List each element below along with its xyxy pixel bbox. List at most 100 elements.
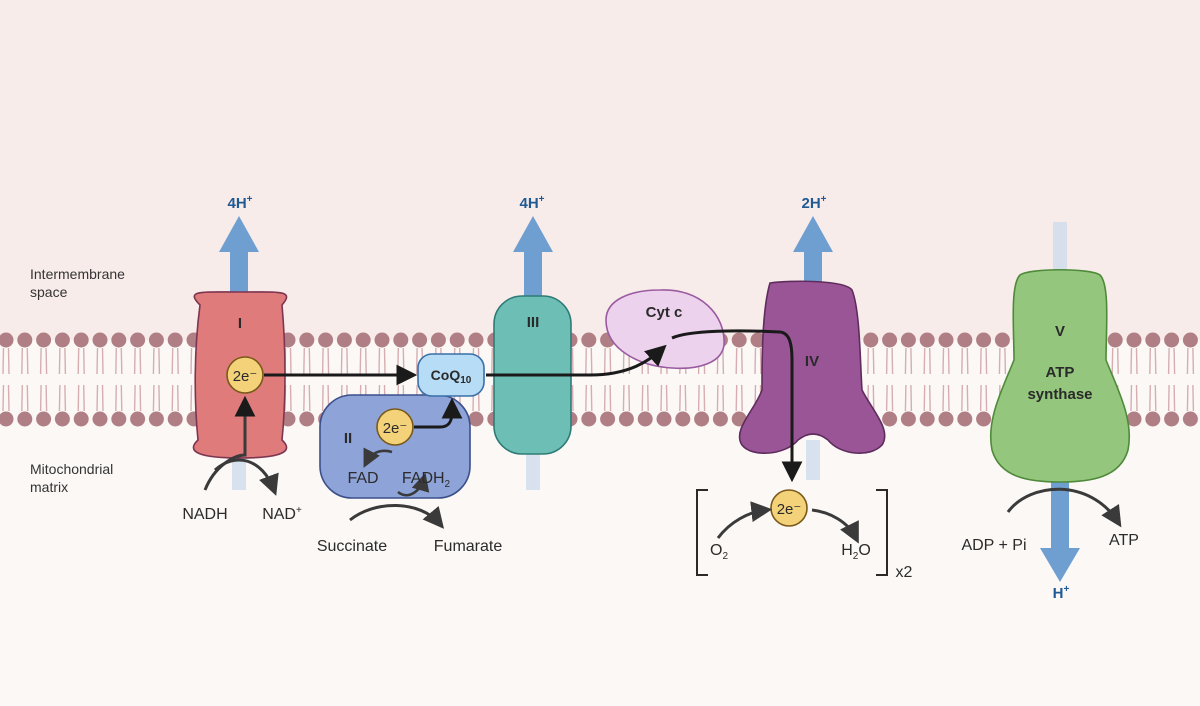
lipid-tail xyxy=(101,347,104,375)
lipid-head xyxy=(900,332,916,348)
electron-ii xyxy=(376,408,414,446)
lipid-tail xyxy=(96,384,99,412)
lipid-head xyxy=(581,411,597,427)
lipid-tail xyxy=(378,347,381,375)
channel-v-upper xyxy=(1053,222,1067,272)
lipid-tail xyxy=(321,347,324,375)
lipid-tail xyxy=(383,347,386,375)
lipid-head xyxy=(167,332,183,348)
lipid-tail xyxy=(1130,347,1133,375)
o2-sub: 2 xyxy=(722,551,728,562)
lipid-tail xyxy=(910,384,913,412)
lipid-tail xyxy=(177,384,179,412)
electron-iv-label: 2e⁻ xyxy=(777,501,802,518)
proton-arrow-iii xyxy=(513,216,553,310)
complex-i-label: I xyxy=(238,315,242,332)
lipid-tail xyxy=(359,347,362,375)
lipid-tail xyxy=(45,347,48,375)
lipid-tail xyxy=(1111,347,1114,375)
lipid-head xyxy=(0,411,14,427)
lipid-tail xyxy=(177,347,179,375)
lipid-head xyxy=(54,332,70,348)
lipid-head xyxy=(637,411,653,427)
complex-v-atp-synthase[interactable] xyxy=(990,268,1130,483)
lipid-tail xyxy=(190,347,193,375)
lipid-tail xyxy=(327,347,330,375)
lipid-tail xyxy=(741,347,743,375)
fadh-sub: 2 xyxy=(445,479,451,490)
lipid-tail xyxy=(891,347,894,375)
lipid-tail xyxy=(904,347,907,375)
proton-label-iii-base: 4H xyxy=(519,195,538,212)
lipid-tail xyxy=(64,347,67,375)
lipid-tail xyxy=(1117,347,1119,375)
lipid-tail xyxy=(961,347,963,375)
lipid-tail xyxy=(340,347,343,375)
lipid-head xyxy=(412,332,428,348)
lipid-tail xyxy=(39,384,42,412)
complex-v-label: V xyxy=(1055,323,1065,340)
lipid-tail xyxy=(491,347,493,375)
lipid-head xyxy=(148,332,164,348)
lipid-tail xyxy=(929,347,931,375)
coenzyme-q10[interactable] xyxy=(417,353,485,397)
adp-to-atp-arrow xyxy=(1006,487,1122,528)
o2-to-electron-arrow xyxy=(716,501,773,539)
atp-synthase-label-line1: ATP xyxy=(1046,364,1075,381)
lipid-tail xyxy=(628,384,631,412)
h2o-o: O xyxy=(858,542,870,559)
succinate-label: Succinate xyxy=(317,538,387,555)
cyt-c-label: Cyt c xyxy=(646,304,683,321)
lipid-tail xyxy=(923,347,926,375)
intermembrane-label-line2: space xyxy=(30,284,68,300)
proton-label-i-sup: + xyxy=(247,194,253,205)
lipid-head xyxy=(1107,332,1123,348)
lipid-head xyxy=(148,411,164,427)
lipid-head xyxy=(1164,332,1180,348)
complex-iv[interactable] xyxy=(738,280,886,455)
lipid-tail xyxy=(1130,384,1133,412)
proton-arrow-iv xyxy=(793,216,833,290)
lipid-tail xyxy=(571,384,574,412)
lipid-tail xyxy=(961,384,963,412)
complex-ii[interactable] xyxy=(319,394,471,499)
lipid-head xyxy=(731,411,747,427)
atp-label: ATP xyxy=(1109,532,1139,549)
lipid-head xyxy=(938,332,954,348)
lipid-head xyxy=(957,332,973,348)
nadh-label: NADH xyxy=(182,506,227,523)
lipid-head xyxy=(468,332,484,348)
matrix-label-line1: Mitochondrial xyxy=(30,461,113,477)
lipid-head xyxy=(73,332,89,348)
lipid-tail xyxy=(998,347,1001,375)
lipid-tail xyxy=(585,347,587,375)
lipid-head xyxy=(1145,332,1161,348)
lipid-tail xyxy=(64,384,67,412)
lipid-head xyxy=(73,411,89,427)
lipid-tail xyxy=(289,384,292,412)
lipid-head xyxy=(92,332,108,348)
proton-label-v-sup: + xyxy=(1064,584,1070,595)
lipid-tail xyxy=(1154,347,1157,375)
h2o-label: H2O xyxy=(841,542,871,562)
lipid-tail xyxy=(872,384,875,412)
lipid-tail xyxy=(697,384,700,412)
coq-subscript: 10 xyxy=(460,375,472,386)
lipid-tail xyxy=(665,384,668,412)
lipid-tail xyxy=(158,347,161,375)
lipid-head xyxy=(731,332,747,348)
lipid-tail xyxy=(491,384,493,412)
lipid-tail xyxy=(289,347,292,375)
lipid-tail xyxy=(1154,384,1157,412)
proton-label-v: H+ xyxy=(1053,584,1070,602)
lipid-tail xyxy=(885,347,888,375)
lipid-head xyxy=(468,411,484,427)
lipid-head xyxy=(1145,411,1161,427)
lipid-tail xyxy=(735,384,738,412)
complex-iii-label: III xyxy=(527,314,540,331)
lipid-head xyxy=(393,332,409,348)
lipid-tail xyxy=(171,347,174,375)
lipid-tail xyxy=(603,384,606,412)
lipid-head xyxy=(863,332,879,348)
